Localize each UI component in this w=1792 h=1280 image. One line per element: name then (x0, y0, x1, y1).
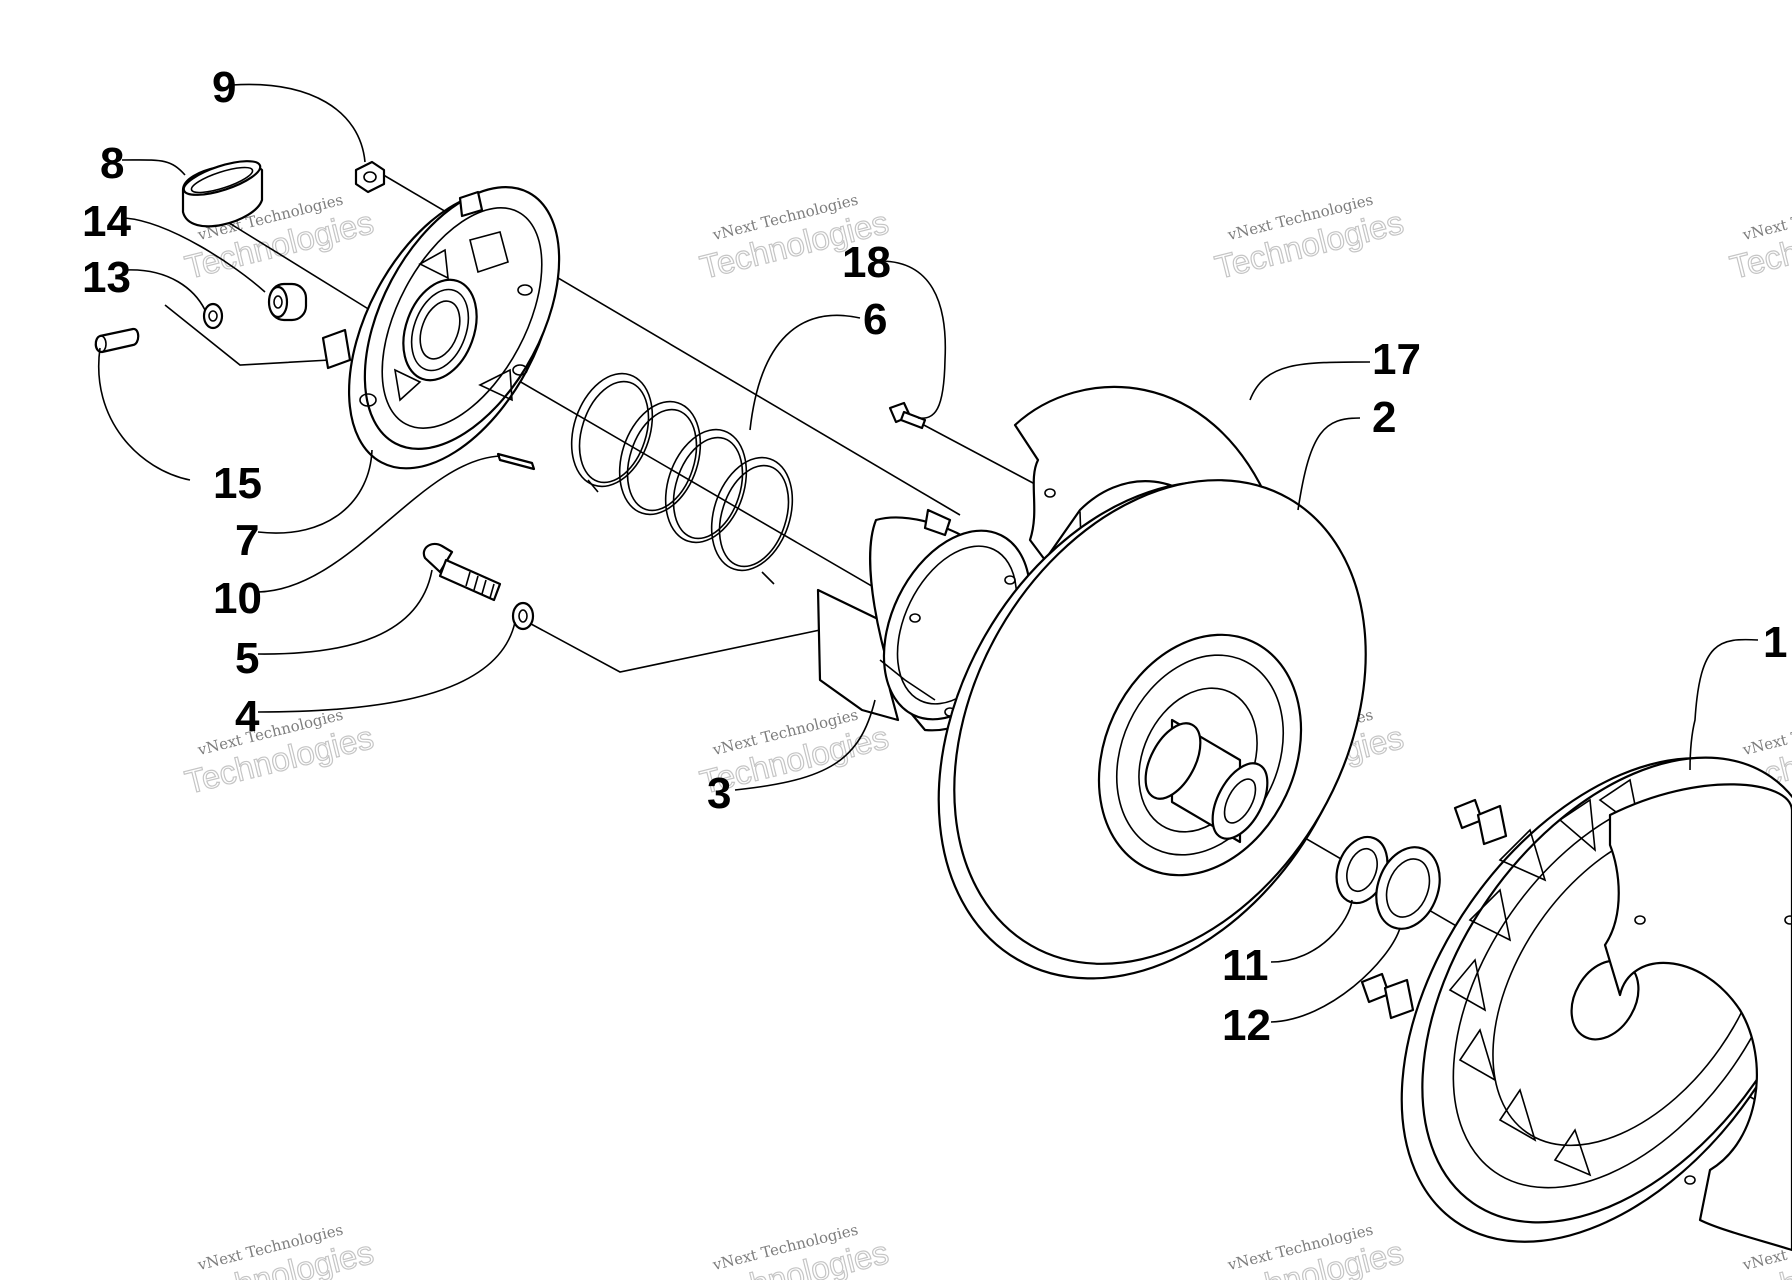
washer-part (202, 302, 224, 330)
screw-part (888, 401, 927, 430)
leader-line-6 (749, 314, 861, 431)
leader-line-10 (257, 455, 501, 593)
callout-1: 1 (1763, 618, 1787, 667)
callout-3: 3 (707, 769, 731, 818)
leader-line-12 (1270, 927, 1401, 1023)
callout-7: 7 (235, 516, 259, 565)
washer-part (1375, 846, 1441, 930)
callout-6: 6 (863, 295, 887, 344)
spring-part (570, 372, 794, 585)
callout-14: 14 (82, 197, 131, 246)
leader-line-11 (1270, 899, 1353, 963)
watermark: vNext Technologies Technologies (696, 1221, 893, 1280)
callout-12: 12 (1222, 1001, 1271, 1050)
leader-line-17 (1249, 361, 1371, 401)
leader-line-15 (97, 347, 191, 481)
leader-line-1 (1689, 638, 1759, 771)
callout-2: 2 (1372, 393, 1396, 442)
callout-17: 17 (1372, 335, 1421, 384)
bushing-part (181, 160, 264, 228)
callout-8: 8 (100, 139, 124, 188)
sheave-part (937, 479, 1367, 980)
leader-line-2 (1297, 417, 1361, 511)
parts-layer (94, 160, 1792, 1252)
leader-line-8 (121, 159, 186, 176)
callout-5: 5 (235, 634, 259, 683)
fixed-sheave-part (1360, 756, 1792, 1252)
leader-line-13 (124, 269, 206, 311)
callout-9: 9 (212, 63, 236, 112)
callout-15: 15 (213, 459, 262, 508)
watermark: vNext Technologies Technologies (1211, 191, 1408, 287)
callout-4: 4 (235, 692, 260, 741)
leader-lines (97, 83, 1759, 1023)
leader-line-14 (124, 217, 266, 293)
callout-labels: 9 8 14 13 15 7 10 5 4 18 6 3 17 2 1 11 1… (82, 63, 1787, 1050)
washer-part (511, 601, 535, 631)
leader-line-7 (257, 449, 373, 534)
roll-pin-part (496, 452, 536, 471)
callout-11: 11 (1222, 941, 1269, 990)
leader-line-3 (734, 699, 876, 791)
watermark: vNext Technologies Technologies (181, 706, 378, 802)
callout-13: 13 (82, 253, 131, 302)
roller-part (267, 282, 308, 322)
watermark: vNext Technologies Technologies (1726, 191, 1792, 287)
axis-line (164, 304, 331, 366)
watermark: vNext Technologies Technologies (1211, 1221, 1408, 1280)
cam-plate-part (321, 186, 561, 470)
leader-line-5 (257, 569, 433, 655)
watermark: vNext Technologies Technologies (181, 1221, 378, 1280)
axis-line (519, 617, 821, 673)
bolt-part (422, 542, 502, 602)
nut-part (354, 160, 386, 194)
leader-line-9 (231, 83, 366, 163)
callout-18: 18 (842, 238, 891, 287)
leader-line-18 (881, 260, 947, 419)
leader-line-4 (257, 621, 516, 713)
callout-10: 10 (213, 574, 262, 623)
pin-part (94, 327, 140, 354)
